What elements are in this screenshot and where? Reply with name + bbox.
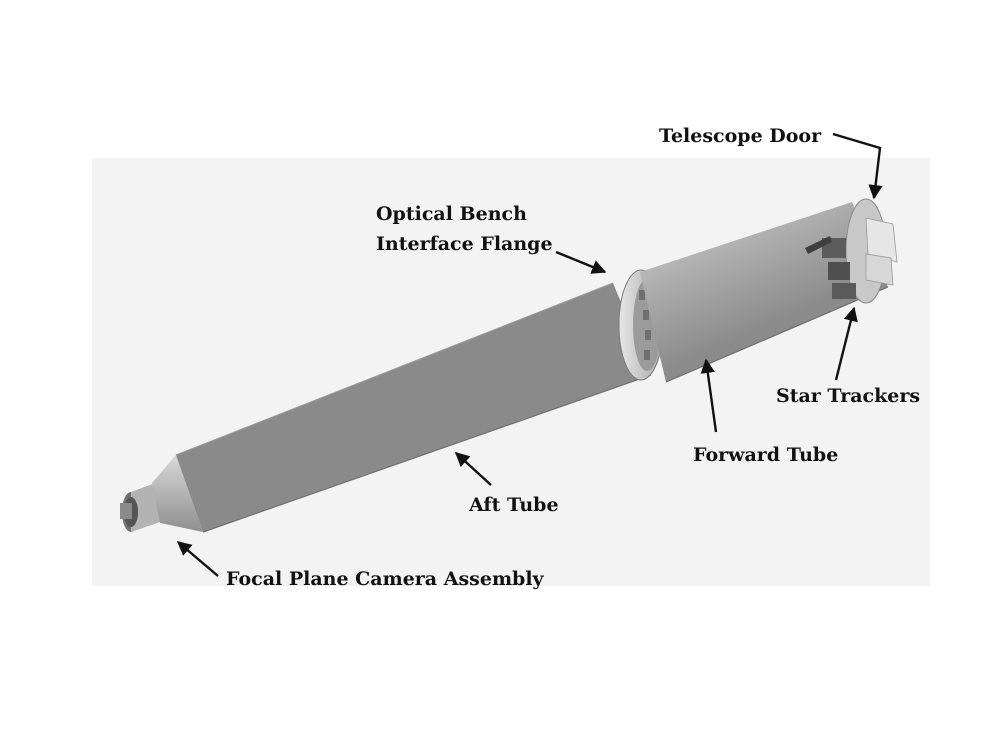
- telescope-door: [865, 217, 898, 263]
- leader-arrows: [176, 132, 883, 577]
- arrow-aft-tube: [454, 452, 492, 486]
- arrow-forward-tube: [700, 358, 718, 433]
- aft-cone: [152, 455, 203, 532]
- arrow-flange: [555, 250, 607, 274]
- star-trackers: [805, 236, 856, 299]
- label-focal-plane-camera-assembly: Focal Plane Camera Assembly: [226, 568, 544, 590]
- label-interface-flange: Interface Flange: [376, 233, 553, 255]
- arrow-star-trackers: [834, 306, 858, 381]
- label-telescope-door: Telescope Door: [659, 125, 822, 147]
- label-optical-bench: Optical Bench: [376, 203, 527, 225]
- front-assembly: [805, 198, 898, 304]
- aft-tube: [176, 283, 651, 532]
- label-forward-tube: Forward Tube: [693, 444, 839, 466]
- label-aft-tube: Aft Tube: [469, 494, 559, 516]
- label-star-trackers: Star Trackers: [776, 385, 921, 407]
- arrow-telescope-door: [832, 132, 883, 200]
- arrow-focal-plane: [176, 541, 219, 577]
